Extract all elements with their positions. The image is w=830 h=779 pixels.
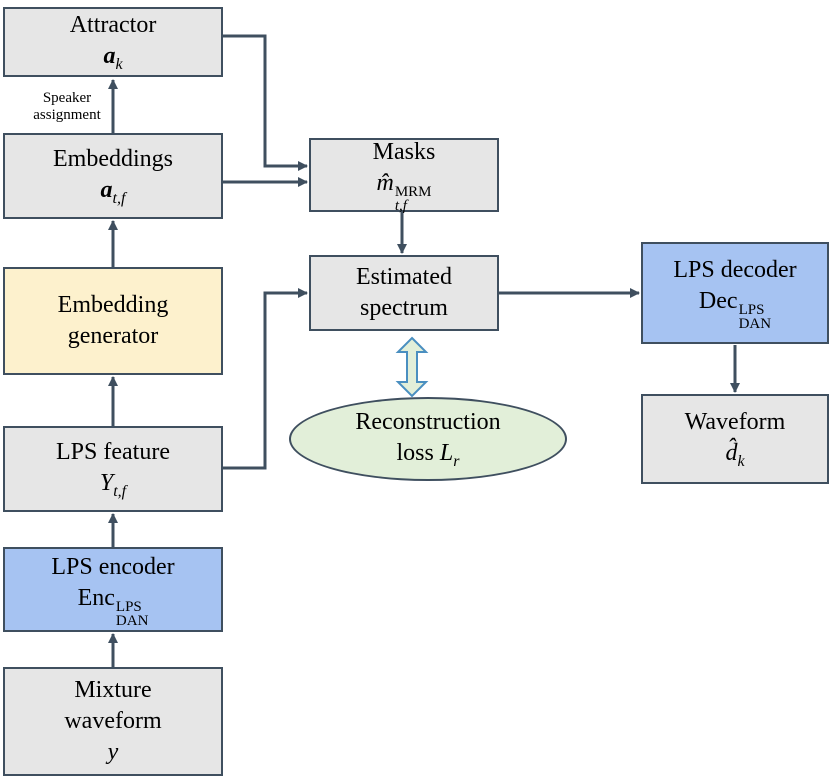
- arrow-attractor-to-masks: [223, 34, 308, 171]
- lps-feature-title: LPS feature: [56, 439, 170, 465]
- embedding-generator-line2: generator: [67, 323, 159, 349]
- speaker-assignment-label: Speaker assignment: [33, 90, 101, 123]
- embeddings-symbol: at,f: [100, 177, 126, 207]
- mixture-symbol: y: [107, 739, 119, 765]
- lps-feature-box: LPS feature Yt,f: [3, 426, 223, 512]
- reconstruction-loss-ellipse: Reconstruction loss Lr: [289, 397, 567, 481]
- double-arrow-loss: [395, 336, 429, 398]
- arrow-lpsfeature-to-spectrum: [223, 288, 308, 470]
- embeddings-box: Embeddings at,f: [3, 133, 223, 219]
- mixture-line2: waveform: [64, 708, 162, 734]
- attractor-title: Attractor: [69, 12, 157, 38]
- reconstruction-loss-line1: Reconstruction: [355, 409, 501, 435]
- embedding-generator-box: Embedding generator: [3, 267, 223, 375]
- embedding-generator-line1: Embedding: [57, 292, 169, 318]
- waveform-symbol: d̂k: [725, 440, 745, 470]
- embeddings-title: Embeddings: [53, 146, 173, 172]
- estimated-spectrum-line1: Estimated: [356, 264, 452, 290]
- lps-encoder-title: LPS encoder: [51, 553, 175, 580]
- estimated-spectrum-line2: spectrum: [360, 295, 448, 321]
- reconstruction-loss-line2: loss Lr: [396, 440, 460, 470]
- mixture-waveform-box: Mixture waveform y: [3, 667, 223, 776]
- attractor-symbol: ak: [103, 43, 123, 73]
- masks-title: Masks: [372, 139, 436, 165]
- waveform-box: Waveform d̂k: [641, 394, 829, 484]
- attractor-box: Attractor ak: [3, 7, 223, 77]
- lps-feature-symbol: Yt,f: [99, 470, 127, 500]
- lps-decoder-title: LPS decoder: [673, 257, 797, 283]
- waveform-title: Waveform: [684, 409, 786, 435]
- estimated-spectrum-box: Estimated spectrum: [309, 255, 499, 331]
- mixture-line1: Mixture: [74, 677, 152, 703]
